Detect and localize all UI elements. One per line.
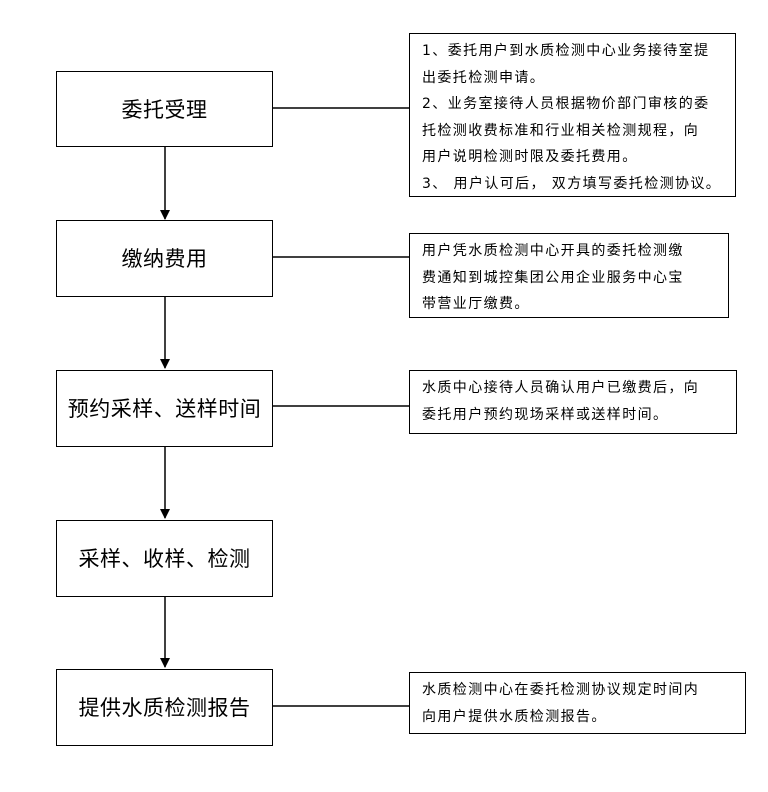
note-line: 2、业务室接待人员根据物价部门审核的委 [422,96,710,112]
note-line: 出委托检测申请。 [422,69,546,86]
step-sampling-testing: 采样、收样、检测 [56,520,273,597]
step-label: 采样、收样、检测 [78,547,251,571]
note-line: 带营业厅缴费。 [422,296,530,312]
note-line: 3、 用户认可后， 双方填写委托检测协议。 [422,175,722,192]
note-report: 水质检测中心在委托检测协议规定时间内 向用户提供水质检测报告。 [409,672,746,734]
step-label: 委托受理 [121,98,208,122]
note-appointment: 水质中心接待人员确认用户已缴费后，向 委托用户预约现场采样或送样时间。 [409,370,737,434]
step-label: 缴纳费用 [121,247,208,271]
step-report-delivery: 提供水质检测报告 [56,669,273,746]
step-appointment: 预约采样、送样时间 [56,370,273,447]
note-line: 1、委托用户到水质检测中心业务接待室提 [422,43,710,59]
step-label: 预约采样、送样时间 [67,397,262,421]
note-line: 水质检测中心在委托检测协议规定时间内 [422,682,700,698]
note-line: 水质中心接待人员确认用户已缴费后，向 [422,380,700,396]
note-line: 用户说明检测时限及委托费用。 [422,149,638,165]
step-commission-acceptance: 委托受理 [56,71,273,147]
step-label: 提供水质检测报告 [78,696,251,720]
note-line: 费通知到城控集团公用企业服务中心宝 [422,269,684,286]
note-line: 用户凭水质检测中心开具的委托检测缴 [422,243,684,259]
note-line: 托检测收费标准和行业相关检测规程，向 [422,122,700,139]
step-fee-payment: 缴纳费用 [56,220,273,297]
note-line: 委托用户预约现场采样或送样时间。 [422,406,669,423]
note-acceptance: 1、委托用户到水质检测中心业务接待室提 出委托检测申请。 2、业务室接待人员根据… [409,33,736,197]
note-payment: 用户凭水质检测中心开具的委托检测缴 费通知到城控集团公用企业服务中心宝 带营业厅… [409,233,729,318]
note-line: 向用户提供水质检测报告。 [422,708,607,725]
